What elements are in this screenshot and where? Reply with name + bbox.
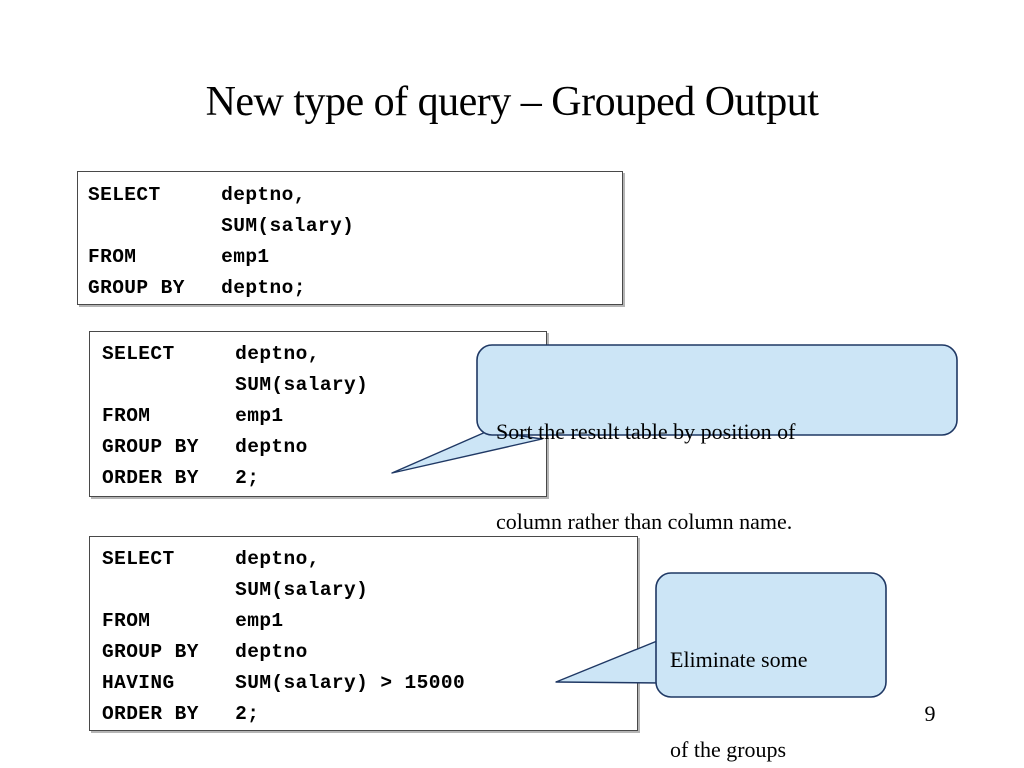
sql-line: FROM emp1 (88, 246, 270, 268)
sql-line: SELECT deptno, (102, 548, 320, 570)
callout-text: Sort the result table by position of col… (496, 357, 795, 597)
callout-tail (555, 638, 663, 684)
having-condition-callout: Eliminate some of the groups with a cond… (555, 571, 892, 762)
sql-line: GROUP BY deptno; (88, 277, 306, 299)
sql-line: SELECT deptno, (88, 184, 306, 206)
sql-line: SUM(salary) (102, 374, 369, 396)
page-title: New type of query – Grouped Output (205, 79, 819, 125)
sql-code-block-3: SELECT deptno, SUM(salary) FROM emp1 GRO… (89, 536, 638, 731)
sql-line: GROUP BY deptno (102, 641, 308, 663)
callout-body (476, 344, 958, 436)
sql-code-body: SELECT deptno, SUM(salary) FROM emp1 GRO… (90, 537, 637, 730)
sql-line: SUM(salary) (88, 215, 355, 237)
page-number: 9 (924, 701, 936, 726)
sql-code-body: SELECT deptno, SUM(salary) FROM emp1 GRO… (78, 172, 622, 304)
sql-line: SUM(salary) (102, 579, 369, 601)
sql-line: ORDER BY 2; (102, 467, 260, 489)
sql-code-body: SELECT deptno, SUM(salary) FROM emp1 GRO… (90, 332, 546, 494)
callout-line: column rather than column name. (496, 509, 793, 534)
sql-code-block-2: SELECT deptno, SUM(salary) FROM emp1 GRO… (89, 331, 547, 497)
sql-code-block-1: SELECT deptno, SUM(salary) FROM emp1 GRO… (77, 171, 623, 305)
order-by-position-callout: Sort the result table by position of col… (391, 343, 962, 534)
callout-line: Sort the result table by position of (496, 419, 796, 444)
callout-text: Eliminate some of the groups with a cond… (670, 585, 813, 768)
callout-body (655, 572, 887, 698)
sql-line: ORDER BY 2; (102, 703, 260, 725)
sql-line: GROUP BY deptno (102, 436, 308, 458)
callout-line: Eliminate some (670, 647, 808, 672)
callout-bubble-shape (391, 344, 958, 474)
sql-line: FROM emp1 (102, 405, 284, 427)
sql-line: SELECT deptno, (102, 343, 320, 365)
sql-line: HAVING SUM(salary) > 15000 (102, 672, 466, 694)
sql-line: FROM emp1 (102, 610, 284, 632)
callout-bubble-shape (555, 572, 887, 698)
callout-line: of the groups (670, 737, 787, 762)
